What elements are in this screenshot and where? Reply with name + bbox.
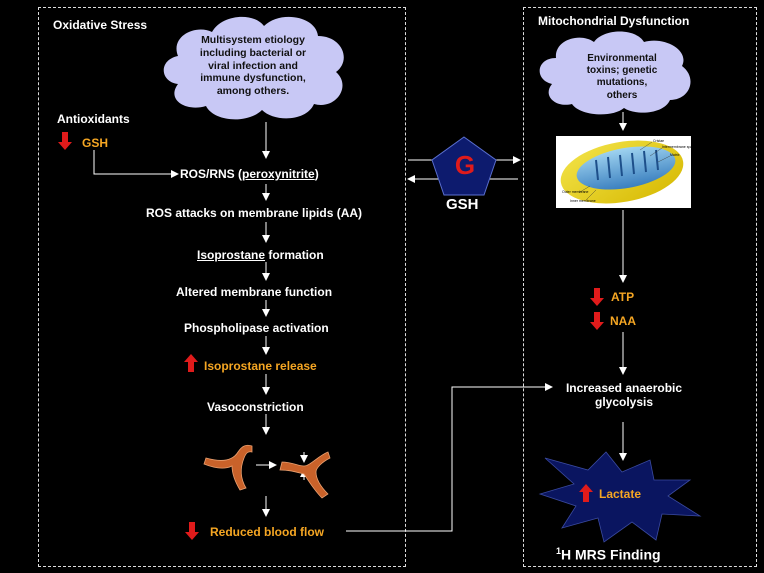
arrow-gsh-to-ros — [93, 150, 179, 178]
arrow-bloodflow-to-glycolysis — [346, 383, 553, 532]
lactate-increase-arrow — [579, 484, 593, 502]
cloud-line-4: immune dysfunction, — [200, 72, 306, 85]
etiology-cloud — [163, 16, 344, 120]
cloud-line-5: among others. — [216, 85, 290, 98]
bloodflow-decrease-arrow — [185, 522, 199, 540]
vasoconstriction-step: Vasoconstriction — [207, 400, 304, 414]
ros-peroxynitrite: peroxynitrite — [242, 167, 315, 181]
membrane-lipids-step: ROS attacks on membrane lipids (AA) — [146, 206, 363, 220]
mrs-superscript: 1 — [556, 546, 562, 556]
red-arrows — [58, 132, 604, 540]
oxidative-stress-title: Oxidative Stress — [53, 18, 148, 32]
cloud-line-1: Multisystem etiology — [201, 34, 305, 46]
ros-prefix: ROS/RNS ( — [180, 167, 243, 181]
atp-decrease-arrow — [590, 288, 604, 306]
phospholipase-step: Phospholipase activation — [184, 321, 329, 335]
reduced-blood-flow-step: Reduced blood flow — [210, 525, 324, 539]
normal-vessel-image — [203, 444, 253, 491]
lactate-label: Lactate — [599, 487, 642, 501]
lactate-starburst — [538, 451, 702, 543]
label-intermembrane: Intermembrane space — [662, 145, 696, 149]
label-matrix: Matrix — [670, 153, 680, 157]
formation-word: formation — [265, 248, 324, 262]
environmental-cloud-text: Environmental toxins; genetic mutations,… — [560, 53, 684, 102]
environmental-cloud — [539, 31, 691, 115]
anaerobic-glycolysis-step: Increased anaerobic glycolysis — [552, 381, 696, 409]
env-cloud-line-2: toxins; genetic — [586, 65, 658, 77]
ros-suffix: ) — [314, 167, 319, 181]
gsh-center-label: GSH — [446, 196, 479, 213]
gsh-pentagon-glyph: G — [454, 150, 476, 180]
env-cloud-line-4: others — [606, 89, 638, 101]
isoprostane-increase-arrow — [184, 354, 198, 372]
mitochondrial-dysfunction-panel — [523, 7, 757, 567]
gsh-decrease-arrow — [58, 132, 72, 150]
mitochondrion-image: Cristae Intermembrane space Matrix Outer… — [556, 136, 696, 208]
gsh-antioxidant-label: GSH — [82, 136, 109, 150]
mrs-finding-label: 1H MRS Finding — [556, 546, 661, 563]
isoprostane-formation-step: Isoprostane formation — [197, 248, 324, 262]
glycolysis-line-2: glycolysis — [594, 395, 654, 409]
altered-membrane-step: Altered membrane function — [176, 285, 333, 299]
label-outer-membrane: Outer membrane — [562, 190, 589, 194]
naa-decrease-arrow — [590, 312, 604, 330]
oxidative-stress-panel — [38, 7, 406, 567]
cloud-shape-right — [539, 31, 691, 115]
atp-label: ATP — [611, 290, 635, 304]
antioxidants-label: Antioxidants — [57, 112, 130, 126]
label-cristae: Cristae — [653, 139, 664, 143]
mitochondrial-dysfunction-title: Mitochondrial Dysfunction — [538, 14, 690, 28]
label-inner-membrane: Inner membrane — [570, 199, 596, 203]
cloud-shape — [163, 16, 344, 120]
glycolysis-line-1: Increased anaerobic — [565, 381, 683, 395]
etiology-cloud-text: Multisystem etiology including bacterial… — [178, 34, 328, 98]
isoprostane-release-step: Isoprostane release — [204, 359, 317, 373]
cloud-line-2: including bacterial or — [199, 46, 307, 59]
cloud-line-3: viral infection and — [208, 59, 298, 72]
gsh-pentagon — [431, 136, 497, 196]
naa-label: NAA — [610, 314, 636, 328]
isoprostane-word: Isoprostane — [197, 248, 266, 262]
constricted-vessel-image — [279, 451, 331, 499]
env-cloud-line-3: mutations, — [596, 77, 648, 89]
env-cloud-line-1: Environmental — [587, 53, 657, 64]
mrs-text: H MRS Finding — [561, 546, 661, 563]
ros-rns-step: ROS/RNS (peroxynitrite) — [180, 167, 352, 181]
